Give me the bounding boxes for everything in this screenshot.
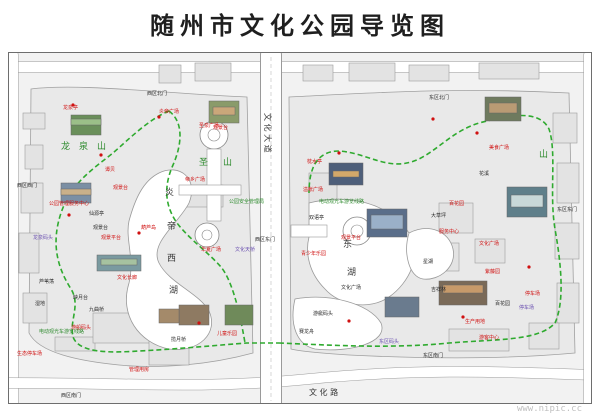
poi-red-12: 溢帐广场 (303, 186, 323, 193)
plaza-south[interactable] (194, 222, 220, 248)
poi-red-19: 停车场 (525, 290, 540, 297)
poi-red-20: 游客中心 (479, 334, 499, 341)
road-bottom (9, 366, 591, 390)
poi-dark-0: 仙源亭 (89, 210, 104, 217)
poi-red-22: 儿童乐园 (217, 330, 237, 337)
poi-red-15: 生产用地 (465, 318, 485, 325)
poi-labels-dark[interactable]: 仙源亭 观景台 映月台 九曲桥 湿地 芦苇荡 揽月桥 双语亭 游艇码头 赛龙舟 … (35, 170, 510, 343)
poi-dark-14: 大草坪 (431, 212, 446, 219)
region-longquan-2: 泉 (79, 140, 88, 152)
map-canvas[interactable]: 龙 泉 山 圣 山 炎 帝 西 湖 东 湖 山 西区北门 东区北门 西区西门 西… (9, 53, 592, 404)
poi-dark-12: 花溪 (479, 170, 489, 177)
route-label-east: 电动观光车游览线路 (319, 198, 364, 205)
west-lake (126, 169, 212, 350)
poi-red-11: 观景台 (213, 124, 228, 131)
poi-purple-2: 东区码头 (379, 338, 399, 345)
poi-red-2: 公园管理服务中心 (49, 200, 89, 207)
poi-dark-5: 芦苇荡 (39, 278, 54, 285)
poi-dark-10: 星湖 (423, 258, 433, 265)
location-markers[interactable] (67, 103, 531, 325)
poi-red-7: 文化长廊 (117, 274, 137, 281)
gate-east-north: 东区北门 (429, 94, 449, 101)
road-label-middle: 文 化 大 道 (263, 113, 273, 153)
tour-route-east[interactable] (278, 114, 562, 347)
poi-red-14: 美食广场 (489, 144, 509, 151)
poi-red-21: 服务中心 (439, 228, 459, 235)
route-label-office: 公园安全管理局 (229, 198, 264, 205)
map-frame: 龙 泉 山 圣 山 炎 帝 西 湖 东 湖 山 西区北门 东区北门 西区西门 西… (8, 52, 592, 404)
poi-dark-8: 游艇码头 (313, 310, 333, 317)
poi-red-3: 谭贝 (105, 166, 115, 173)
poi-dark-9: 赛龙舟 (299, 328, 314, 335)
poi-dark-6: 揽月桥 (171, 336, 186, 343)
poi-dark-3: 九曲桥 (89, 306, 104, 313)
poi-red-6: 观景平台 (101, 234, 121, 241)
poi-labels-red[interactable]: 龙泉亭 炎帝广场 公园管理服务中心 谭贝 观景台 葫芦岛 观景平台 文化长廊 华… (17, 104, 540, 373)
landmark-photos[interactable] (60, 96, 548, 326)
poi-dark-15: 百花园 (495, 300, 510, 307)
watermark: www.nipic.cc (516, 404, 582, 414)
poi-red-8: 华夏广场 (201, 246, 221, 253)
region-hu-east: 湖 (347, 267, 356, 278)
poi-red-5: 葫芦岛 (141, 224, 156, 231)
region-shan: 山 (223, 157, 232, 168)
poi-red-10: 帝乡广场 (185, 176, 205, 183)
route-label-west: 电动观光车游览线路 (39, 328, 84, 335)
poi-dark-11: 吉祥林 (431, 286, 446, 293)
poi-dark-7: 双语亭 (309, 214, 324, 221)
poi-red-1: 炎帝广场 (159, 108, 179, 115)
region-dong: 东 (343, 238, 352, 250)
poi-red-25: 百花园 (449, 200, 464, 207)
poi-red-16: 观景平台 (341, 234, 361, 241)
poi-red-9: 圣泉广场 (199, 122, 219, 129)
building-blocks (18, 62, 580, 366)
poi-red-13: 青少年乐园 (301, 250, 326, 257)
gate-labels[interactable]: 西区北门 东区北门 西区西门 西区南门 东区南门 东区东门 西区东门 (17, 90, 577, 399)
east-pond (406, 228, 454, 280)
gate-west-west: 西区西门 (17, 182, 37, 189)
tour-route-west-loop[interactable] (165, 110, 246, 344)
poi-dark-13: 文化广场 (341, 284, 361, 291)
gate-west-east: 西区东门 (255, 236, 275, 243)
poi-red-24: 游船码头 (71, 324, 91, 331)
poi-red-26: 紫藤园 (485, 268, 500, 275)
region-sheng: 圣 (199, 157, 208, 168)
map-title: 随州市文化公园导览图 (150, 12, 450, 40)
poi-dark-1: 观景台 (93, 224, 108, 231)
region-di: 帝 (167, 220, 176, 232)
east-lake-south (292, 296, 383, 351)
region-xi: 西 (167, 253, 176, 264)
poi-red-27: 管理用房 (129, 366, 149, 373)
region-labels: 龙 泉 山 圣 山 炎 帝 西 湖 东 湖 山 (61, 140, 548, 296)
gate-west-north: 西区北门 (147, 90, 167, 97)
poi-red-18: 枕水亭 (307, 158, 322, 165)
gate-west-south: 西区南门 (61, 392, 81, 399)
region-yan: 炎 (165, 187, 174, 198)
poi-purple-0: 龙泉码头 (33, 234, 53, 241)
poi-red-0: 龙泉亭 (63, 104, 78, 111)
poi-labels-purple[interactable]: 龙泉码头 文化天桥 东区码头 停车场 (33, 234, 534, 345)
poi-red-4: 观景台 (113, 184, 128, 191)
pedestrian-bridge[interactable] (290, 224, 328, 238)
region-east-mountain: 山 (539, 149, 548, 160)
region-longquan-3: 山 (97, 141, 106, 152)
road-label-bottom: 文 化 路 (309, 387, 338, 397)
region-hu: 湖 (169, 285, 178, 296)
gate-east-south: 东区南门 (423, 352, 443, 359)
poi-dark-4: 湿地 (35, 300, 45, 307)
gate-east-east: 东区东门 (557, 206, 577, 213)
poi-purple-3: 停车场 (519, 304, 534, 311)
poi-dark-2: 映月台 (73, 294, 88, 301)
route-labels: 电动观光车游览线路 电动观光车游览线路 公园安全管理局 (39, 198, 364, 335)
poi-red-17: 文化广场 (479, 240, 499, 247)
region-longquan-1: 龙 (61, 140, 70, 152)
poi-purple-1: 文化天桥 (235, 246, 255, 253)
poi-red-23: 生态停车场 (17, 350, 42, 357)
